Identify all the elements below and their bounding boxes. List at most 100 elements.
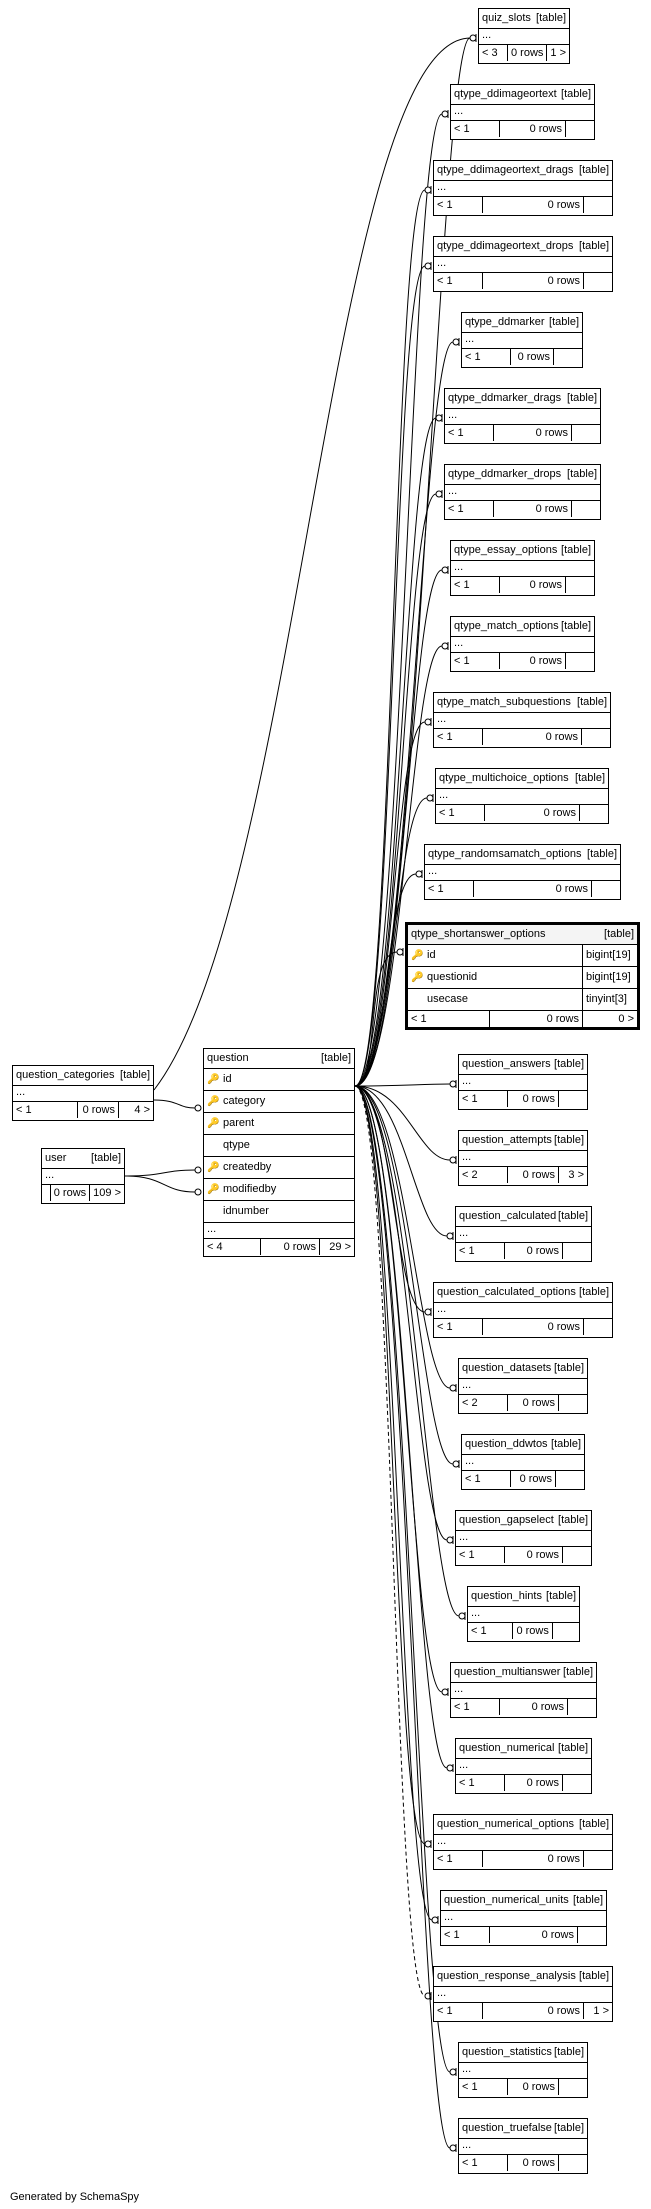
relationship-line	[354, 873, 417, 1087]
column-row-modifiedby: 🔑modifiedby	[204, 1179, 354, 1201]
table-question[interactable]: question[table] 🔑id 🔑category 🔑parent 🔑q…	[203, 1048, 355, 1257]
parent-count: < 1	[451, 1699, 500, 1715]
row-count: 0 rows	[522, 1093, 555, 1105]
parent-count: < 1	[434, 1851, 483, 1867]
relationship-line	[354, 1085, 451, 2149]
table-qtype-ddimageortext-drags[interactable]: qtype_ddimageortext_drags[table] ... < 1…	[433, 160, 613, 216]
relationship-line	[354, 1085, 448, 1769]
column-row-category: 🔑category	[204, 1091, 354, 1113]
child-count	[583, 197, 612, 213]
ellipsis: ...	[459, 1151, 587, 1167]
table-tag: [table]	[587, 848, 617, 860]
ellipsis: ...	[434, 1303, 612, 1319]
parent-count: < 1	[434, 2003, 483, 2019]
row-count: 0 rows	[535, 503, 568, 515]
table-tag: [table]	[554, 2122, 584, 2134]
crowfoot-marker	[449, 2068, 457, 2076]
child-count	[562, 1775, 591, 1791]
table-question-numerical-options[interactable]: question_numerical_options[table] ... < …	[433, 1814, 613, 1870]
row-count: 0 rows	[53, 1187, 87, 1199]
table-name: question_numerical_options	[437, 1818, 574, 1830]
ellipsis: ...	[434, 257, 612, 273]
crowfoot-marker	[431, 1916, 439, 1924]
relationship-line	[354, 417, 437, 1087]
table-name: question_calculated_options	[437, 1286, 576, 1298]
table-tag: [table]	[563, 1666, 593, 1678]
ellipsis: ...	[456, 1759, 591, 1775]
parent-count: < 1	[445, 425, 494, 441]
ellipsis: ...	[445, 409, 600, 425]
table-tag: [table]	[579, 1286, 609, 1298]
table-tag: [table]	[558, 1742, 588, 1754]
table-qtype-randomsamatch-options[interactable]: qtype_randomsamatch_options[table] ... <…	[424, 844, 621, 900]
crowfoot-marker	[469, 34, 477, 42]
table-tag: [table]	[536, 12, 566, 24]
ellipsis: ...	[434, 1835, 612, 1851]
table-tag: [table]	[561, 620, 591, 632]
table-question-response-analysis[interactable]: question_response_analysis[table] ... < …	[433, 1966, 613, 2022]
table-tag: [table]	[91, 1152, 121, 1164]
table-name: question_statistics	[462, 2046, 552, 2058]
column-name: id	[223, 1073, 232, 1085]
ellipsis: ...	[459, 1379, 587, 1395]
row-count: 0 rows	[546, 1013, 579, 1025]
table-tag: [table]	[546, 1590, 576, 1602]
relationship-line	[354, 1085, 426, 1997]
table-name: question	[207, 1052, 249, 1064]
ellipsis: ...	[204, 1223, 354, 1239]
foreign-key-icon: 🔑	[411, 972, 424, 983]
table-qtype-ddimageortext-drops[interactable]: qtype_ddimageortext_drops[table] ... < 1…	[433, 236, 613, 292]
child-count	[553, 349, 582, 365]
table-name: question_calculated	[459, 1210, 557, 1222]
foreign-key-icon: 🔑	[207, 1096, 220, 1107]
child-count	[565, 121, 594, 137]
table-name: question_multianswer	[454, 1666, 561, 1678]
child-count	[577, 1927, 606, 1943]
foreign-key-icon: 🔑	[207, 1118, 220, 1129]
child-count	[551, 1623, 579, 1639]
table-tag: [table]	[567, 468, 597, 480]
table-name: question_datasets	[462, 1362, 552, 1374]
generator-credit: Generated by SchemaSpy	[10, 2191, 140, 2203]
child-count	[571, 501, 600, 517]
table-tag: [table]	[573, 1894, 603, 1906]
relationship-line	[354, 493, 437, 1087]
parent-count: < 1	[459, 1091, 508, 1107]
table-qtype-multichoice-options[interactable]: qtype_multichoice_options[table] ... < 1…	[435, 768, 609, 824]
table-tag: [table]	[604, 928, 634, 940]
relationship-line	[124, 1169, 196, 1177]
table-question-calculated-options[interactable]: question_calculated_options[table] ... <…	[433, 1282, 613, 1338]
parent-count: < 1	[13, 1102, 78, 1118]
ellipsis: ...	[13, 1086, 153, 1102]
parent-count: < 1	[456, 1547, 505, 1563]
ellipsis: ...	[468, 1607, 579, 1623]
foreign-key-icon: 🔑	[207, 1162, 220, 1173]
table-tag: [table]	[575, 772, 605, 784]
row-count: 0 rows	[547, 1853, 580, 1865]
